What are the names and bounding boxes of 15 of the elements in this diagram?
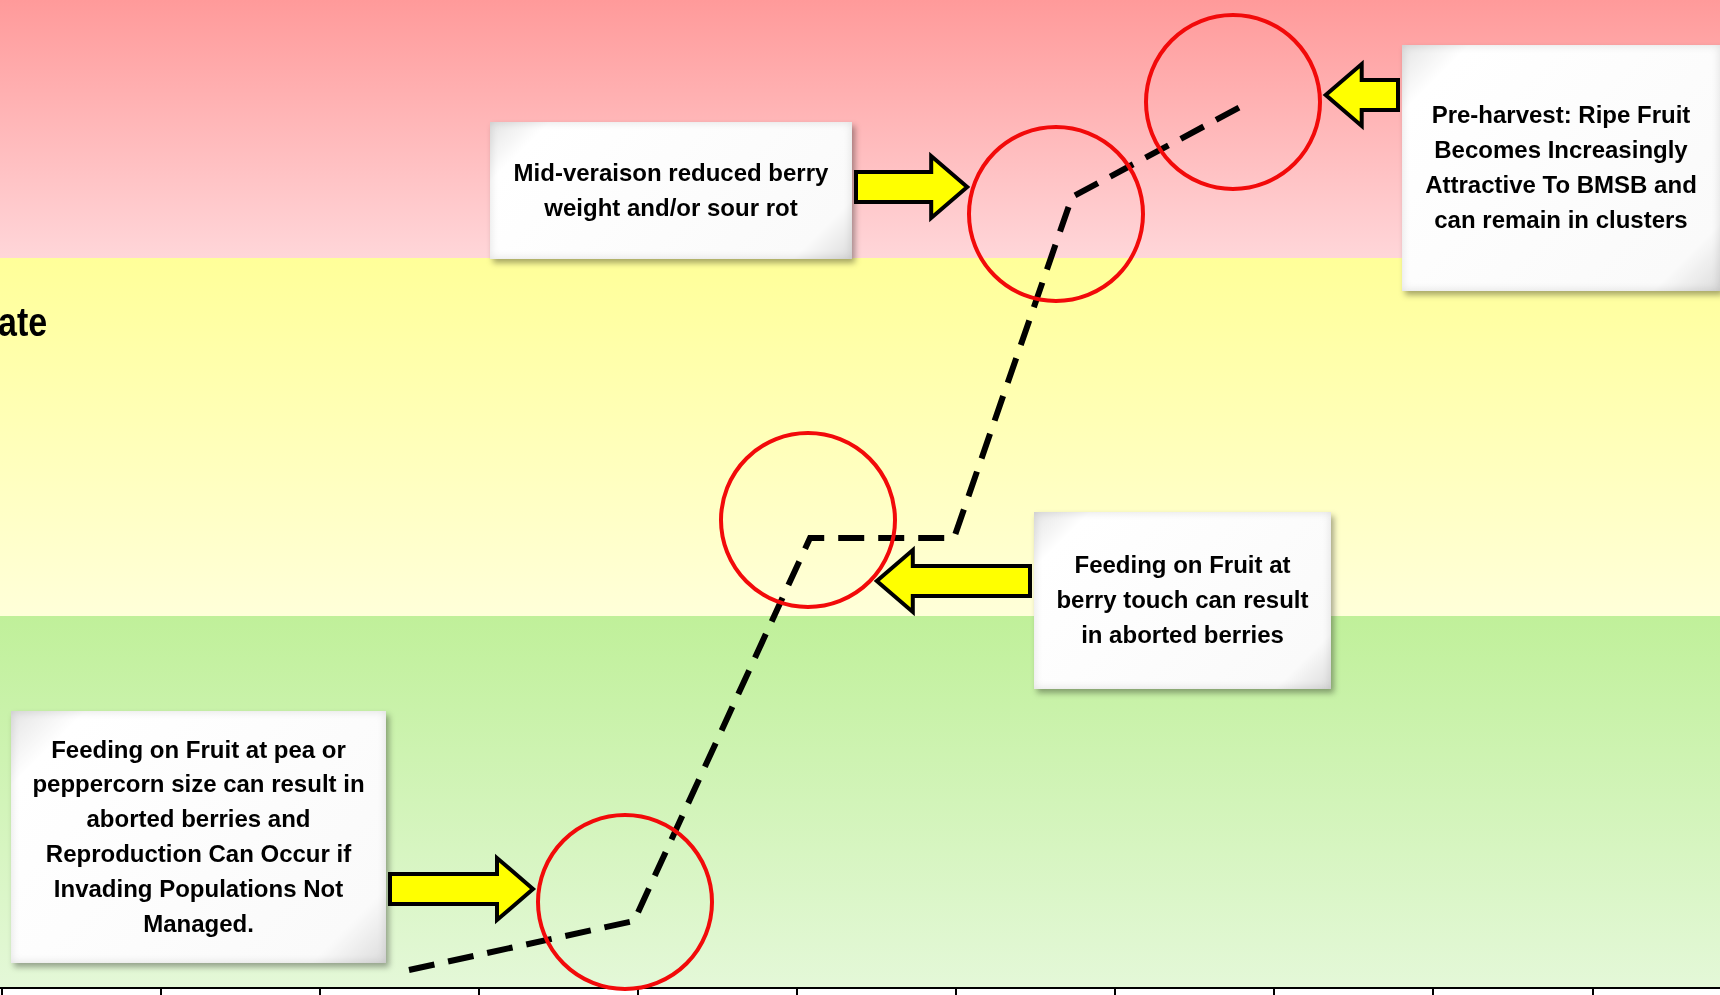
block-arrow: [854, 151, 971, 223]
block-arrow: [388, 853, 537, 925]
callout-box: [490, 122, 852, 259]
callout-box: [1034, 512, 1331, 689]
callout-text: Mid-veraison reduced berry weight and/or sour rot: [512, 157, 830, 223]
circle-marker: [536, 813, 714, 991]
callout-text: Pre-harvest: Ripe Fruit Becomes Increasingly Attractive To BMSB and can remain in clusters: [1424, 100, 1698, 235]
circle-marker: [967, 125, 1145, 303]
block-arrow: [1322, 59, 1400, 131]
block-arrow: [873, 545, 1032, 617]
circle-marker: [1144, 13, 1322, 191]
callout-box: [1402, 45, 1720, 291]
callout-text: Feeding on Fruit at berry touch can result in aborted berries: [1055, 550, 1310, 650]
callout-box: [11, 711, 386, 963]
callout-text: Feeding on Fruit at pea or peppercorn size can result in aborted berries and Reproduction Can Occur if Invading Populations Not Managed.: [31, 734, 366, 939]
